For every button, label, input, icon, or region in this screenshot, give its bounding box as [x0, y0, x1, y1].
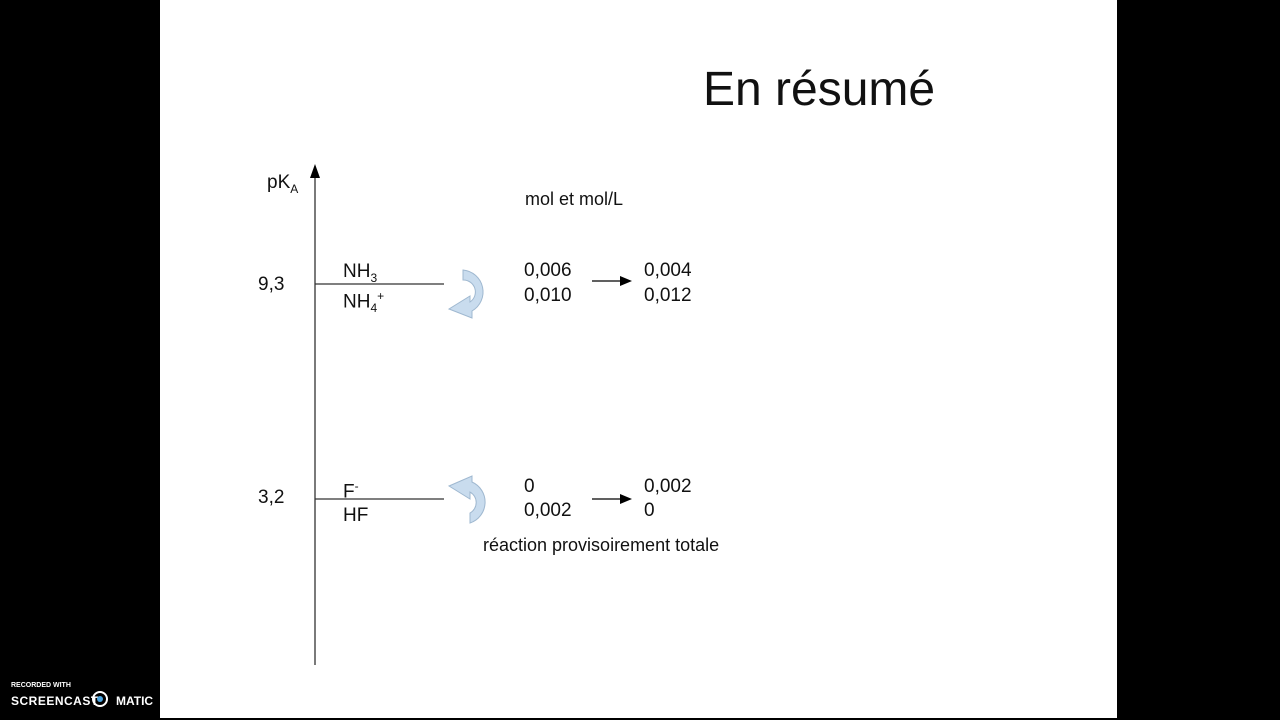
value: 0,002: [644, 476, 692, 497]
base-species: F-: [343, 479, 359, 503]
value: 0: [644, 500, 655, 521]
acid-species: NH4+: [343, 289, 385, 316]
acid-species: HF: [343, 505, 369, 526]
value: 0,004: [644, 260, 692, 281]
value: 0,006: [524, 260, 572, 281]
note: réaction provisoirement totale: [483, 535, 720, 555]
screencast-logo-icon: [92, 691, 108, 707]
curved-arrow-icon: [447, 269, 484, 319]
axis-label: pKA: [267, 172, 299, 196]
base-species: NH3: [343, 261, 378, 285]
value: 0,012: [644, 285, 692, 306]
value: 0: [524, 476, 535, 497]
slide: En résumé pKA mol et mol/L 9,3 NH3 NH4+ …: [160, 0, 1117, 718]
diagram: [310, 164, 632, 665]
curved-arrow-icon: [447, 475, 486, 524]
slide-title: En résumé: [703, 63, 936, 116]
pka-value: 3,2: [258, 487, 285, 508]
pka-value: 9,3: [258, 274, 285, 295]
value: 0,002: [524, 500, 572, 521]
value: 0,010: [524, 285, 572, 306]
axis-arrowhead: [310, 164, 320, 178]
units-label: mol et mol/L: [525, 189, 624, 209]
